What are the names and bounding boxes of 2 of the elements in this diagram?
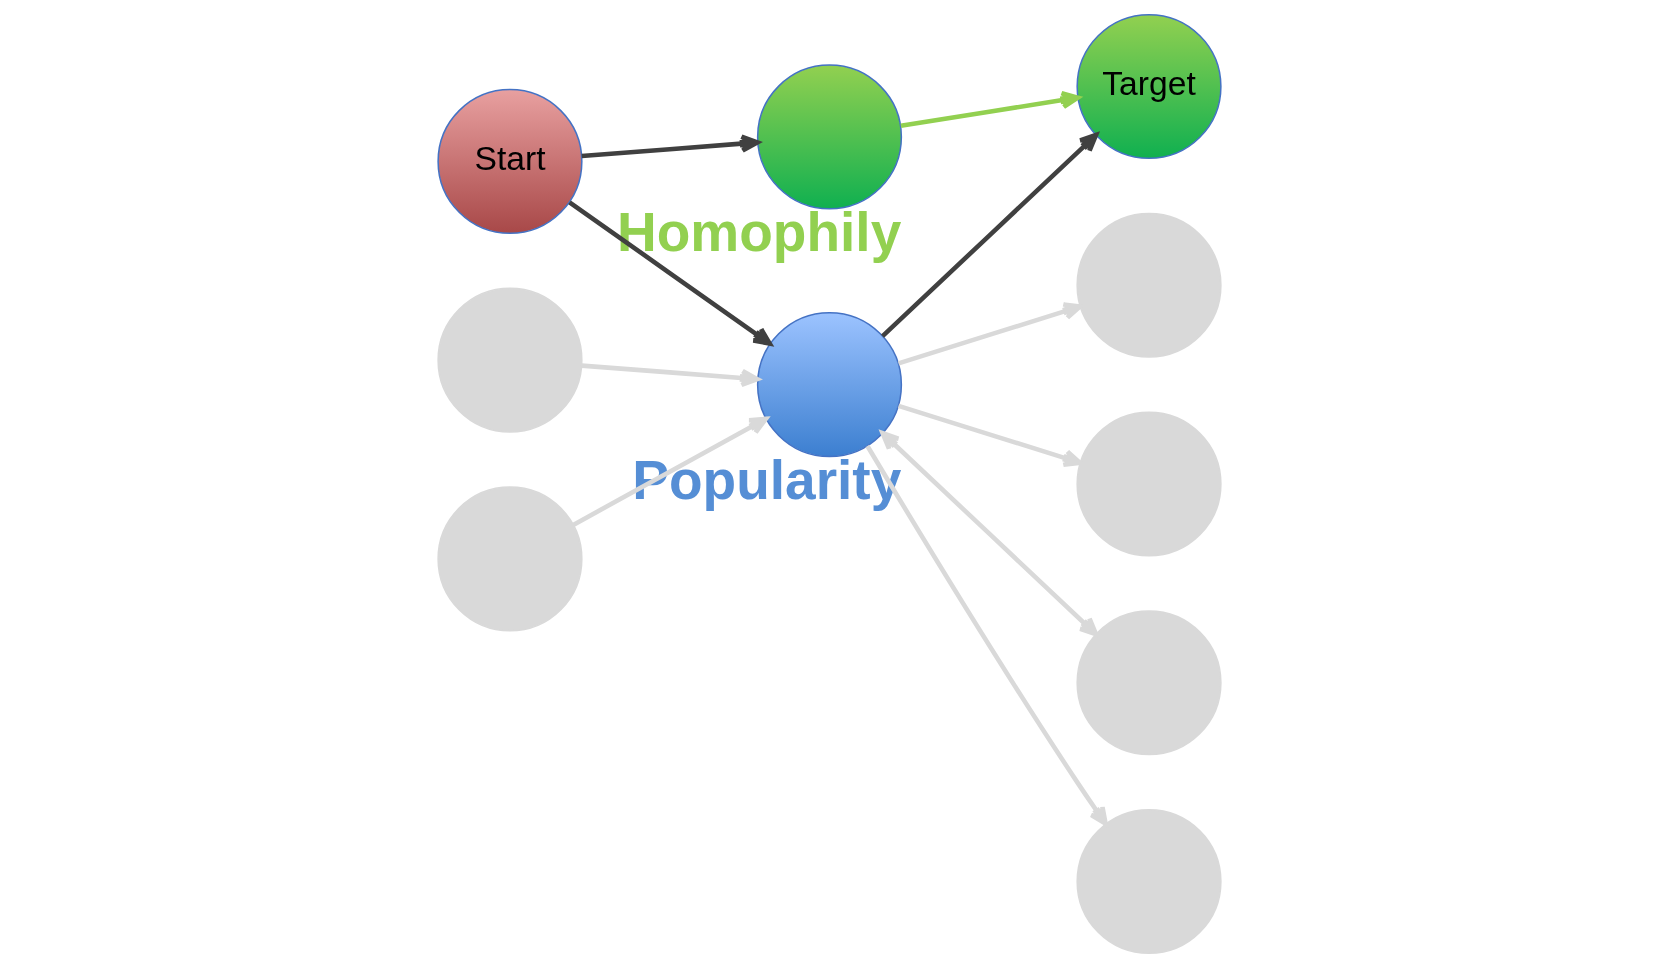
node-label: Popularity bbox=[631, 448, 901, 511]
node-label: Homophily bbox=[616, 201, 901, 264]
